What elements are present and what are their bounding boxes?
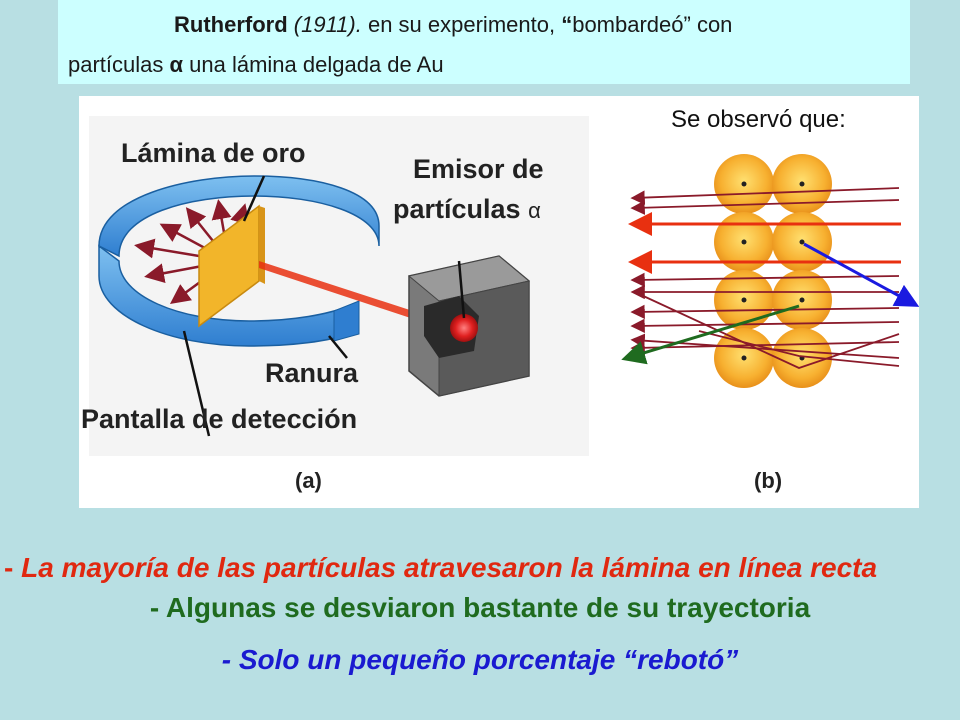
observation-1: - La mayoría de las partículas atravesar…: [4, 552, 960, 584]
observation-1-text: La mayoría de las partículas atravesaron…: [21, 552, 878, 583]
header-line2-a: partículas: [68, 52, 170, 77]
author-name: Rutherford: [174, 12, 288, 37]
gold-foil-edge: [259, 206, 265, 284]
year: (1911).: [293, 12, 362, 37]
label-emitter-1: Emisor de: [413, 154, 544, 184]
observed-title: Se observó que:: [671, 106, 846, 133]
observation-1-dash: -: [4, 552, 22, 583]
green-rebound-arrow: [621, 304, 800, 365]
label-emitter-alpha: α: [528, 198, 541, 223]
quote-open: “: [561, 12, 573, 37]
header-text-2: bombardeó” con: [572, 12, 733, 37]
header-box: Rutherford (1911). en su experimento, “b…: [58, 0, 910, 84]
screen-ring-back: [98, 175, 380, 258]
alpha-emitter: [407, 255, 531, 397]
label-detection-screen: Pantalla de detección: [81, 404, 358, 434]
figure-graphics: [89, 116, 919, 456]
label-gold-foil: Lámina de oro: [121, 138, 306, 168]
observation-3: - Solo un pequeño porcentaje “rebotó”: [221, 644, 739, 675]
header-line2-b: una lámina delgada de Au: [183, 52, 444, 77]
straight-arrows: [630, 187, 900, 359]
label-slit: Ranura: [265, 358, 359, 388]
label-emitter-2: partículas α: [393, 194, 541, 225]
header-text-1: en su experimento,: [361, 12, 562, 37]
red-straight-arrows: [628, 212, 901, 274]
alpha-symbol: α: [169, 52, 184, 77]
blue-deflection-arrow: [803, 242, 919, 307]
label-emitter-word: partículas: [393, 194, 521, 224]
figure-panel: Lámina de oro Emisor de partículas α Ran…: [79, 96, 919, 508]
caption-b: (b): [754, 468, 783, 493]
deflected-arrows: [638, 293, 900, 369]
atom-nuclei: [741, 181, 805, 361]
caption-a: (a): [295, 468, 322, 493]
header-line-2: partículas α una lámina delgada de Au: [68, 52, 444, 78]
pointer-lines: [182, 175, 466, 437]
header-line-1: Rutherford (1911). en su experimento, “b…: [174, 12, 732, 38]
observation-2: - Algunas se desviaron bastante de su tr…: [149, 592, 811, 623]
screen-ring-end: [333, 300, 360, 342]
